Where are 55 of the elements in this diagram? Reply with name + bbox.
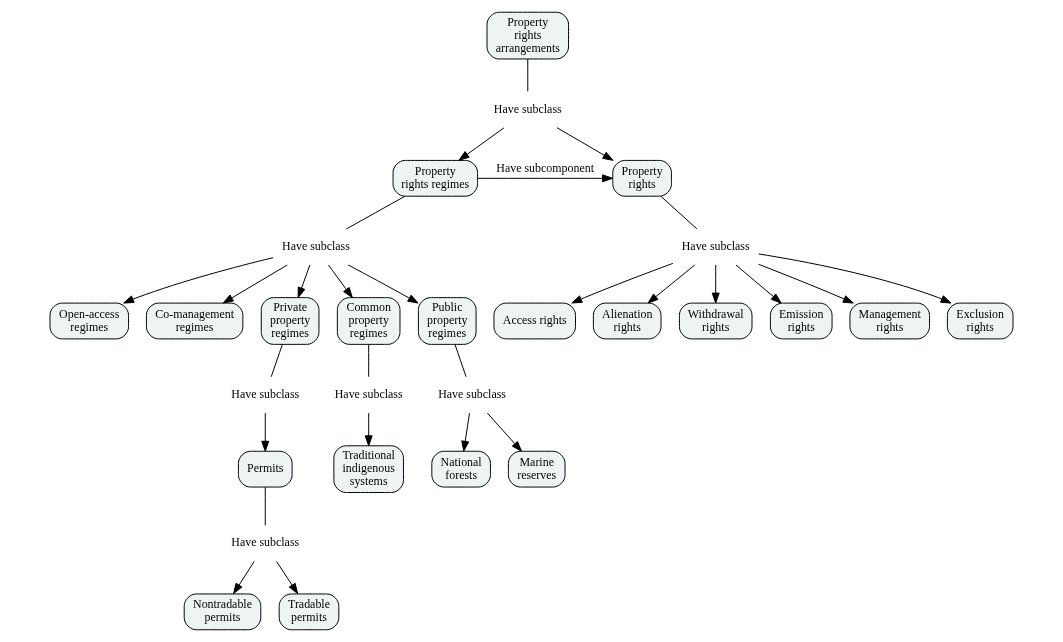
connector — [527, 58, 529, 92]
arrow — [276, 560, 299, 595]
node-text: Have subclass — [231, 387, 300, 402]
node-box: Alienation rights — [592, 302, 662, 340]
node-box: Permits — [237, 450, 293, 488]
node-box: National forests — [431, 450, 491, 488]
arrow — [123, 257, 274, 304]
connector — [264, 486, 266, 526]
node-box: Property rights arrangements — [486, 11, 570, 60]
node-text: Have subclass — [334, 387, 403, 402]
arrow — [347, 264, 419, 304]
edge-label: Have subcomponent — [496, 160, 595, 175]
arrow — [735, 264, 782, 304]
node-box: Co-management regimes — [145, 302, 244, 340]
node-box: Traditional indigenous systems — [333, 445, 404, 494]
arrow — [647, 264, 696, 304]
node-text: Have subclass — [282, 239, 350, 253]
connector — [345, 195, 406, 230]
arrow — [461, 412, 470, 452]
connector — [454, 343, 467, 378]
node-box: Property rights regimes — [392, 159, 479, 197]
node-box: Common property regimes — [336, 297, 401, 345]
arrow — [364, 412, 373, 447]
node-text: Have subclass — [231, 535, 300, 550]
arrow — [556, 127, 614, 161]
arrow — [711, 264, 720, 304]
node-text: Have subclass — [438, 387, 507, 402]
node-box: Withdrawal rights — [678, 302, 753, 340]
arrow — [297, 264, 311, 299]
arrow — [261, 412, 270, 452]
connector — [368, 343, 370, 378]
node-text: Have subclass — [493, 101, 562, 116]
node-box: Marine reserves — [507, 450, 566, 488]
arrow — [758, 253, 952, 304]
arrow — [486, 412, 522, 452]
node-box: Property rights — [612, 159, 672, 197]
node-box: Open-access regimes — [49, 302, 130, 340]
node-box: Private property regimes — [260, 297, 320, 345]
node-box: Nontradable permits — [183, 593, 262, 631]
arrow — [458, 127, 505, 161]
arrow — [233, 560, 255, 595]
arrow — [571, 262, 674, 304]
arrow — [222, 264, 288, 304]
arrow — [477, 174, 613, 183]
arrow — [758, 263, 854, 304]
node-box: Access rights — [493, 302, 576, 340]
node-text: Have subclass — [681, 239, 750, 253]
node-box: Emission rights — [769, 302, 833, 340]
node-box: Tradable permits — [278, 593, 340, 631]
connector — [660, 195, 698, 230]
node-box: Public property regimes — [417, 297, 477, 345]
connector — [270, 343, 283, 378]
arrow — [327, 264, 353, 299]
node-box: Exclusion rights — [946, 302, 1014, 340]
node-box: Management rights — [849, 302, 930, 340]
